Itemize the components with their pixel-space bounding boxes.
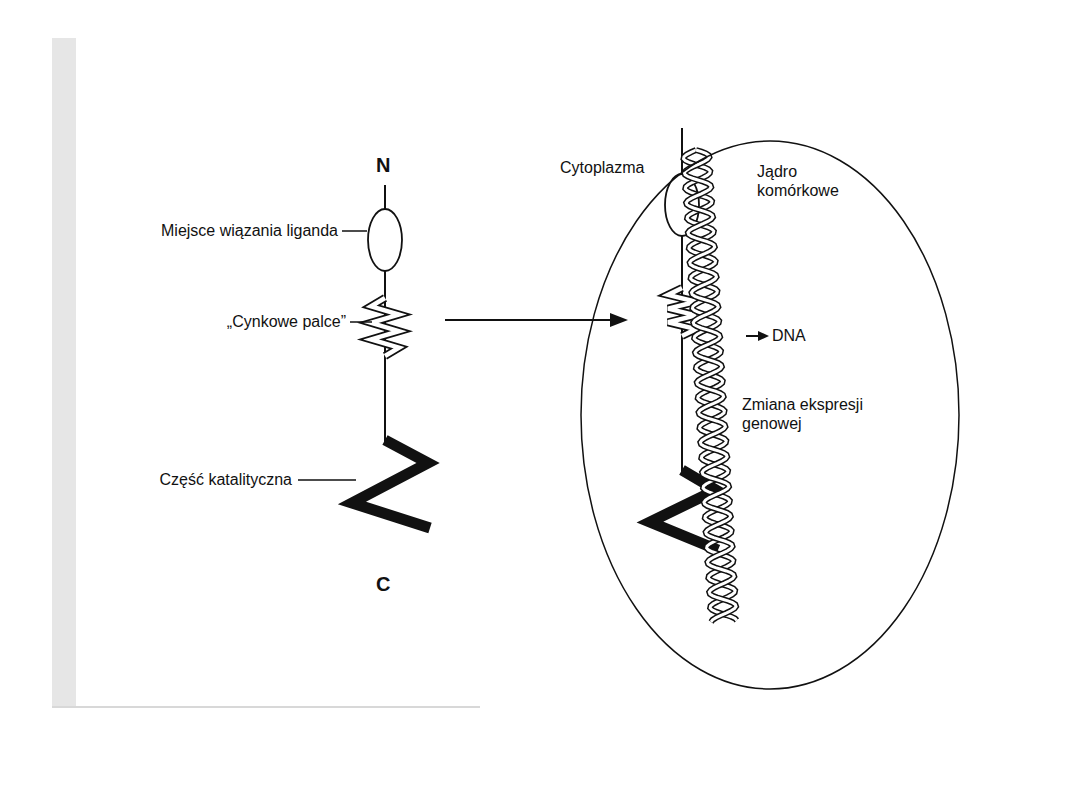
leader-line	[350, 321, 372, 323]
nucleus-label: DNA	[772, 326, 832, 345]
terminus-label: N	[376, 153, 406, 177]
zinc-finger	[371, 298, 399, 356]
leader-line	[342, 230, 367, 232]
arrow-head	[610, 313, 628, 327]
part-label: Miejsce wiązania liganda	[60, 221, 338, 240]
scan-edge	[52, 706, 480, 708]
nucleus-ellipse	[581, 141, 959, 689]
nucleus-label: Zmiana ekspresji genowej	[742, 395, 874, 433]
dna-helix	[684, 150, 737, 622]
dna-pointer	[746, 335, 760, 337]
dna-strand-outline	[684, 150, 736, 622]
leader-lines	[298, 231, 769, 480]
leader-line	[298, 479, 356, 481]
part-label: Część katalityczna	[60, 470, 292, 489]
arrow-head	[758, 331, 769, 341]
nucleus: Jądro komórkoweDNA Zmiana ekspresji genow…	[580, 140, 960, 690]
nucleus-outline	[580, 140, 960, 690]
terminus-label: C	[376, 572, 406, 596]
receptor-protein	[352, 185, 430, 528]
ligand-site	[368, 209, 402, 271]
nucleus-label: Jądro komórkowe	[757, 162, 865, 200]
part-label: „Cynkowe palce”	[60, 312, 346, 331]
scan-margin	[52, 38, 76, 706]
region-label: Cytoplazma	[560, 158, 670, 177]
dna-strand	[684, 150, 736, 622]
transfer-arrow	[445, 319, 612, 321]
zinc-finger-outline	[371, 298, 399, 356]
catalytic-part	[352, 440, 430, 528]
